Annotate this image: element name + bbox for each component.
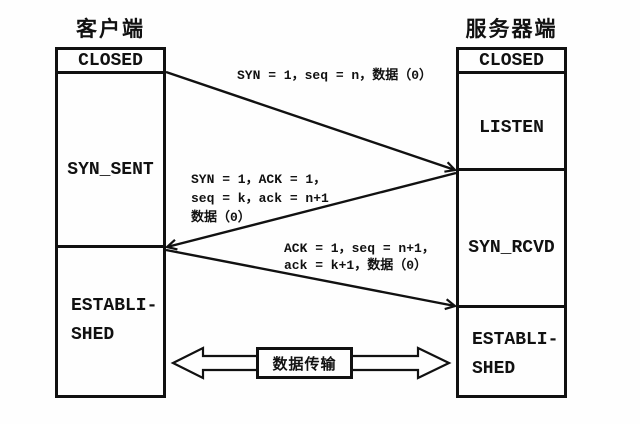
syn-ack-message-label: SYN = 1，ACK = 1， seq = k，ack = n+1 数据（0） xyxy=(191,170,329,227)
data-transfer-arrow-left xyxy=(170,346,262,380)
syn-message-label: SYN = 1，seq = n，数据（0） xyxy=(237,68,433,83)
data-transfer-arrow-right xyxy=(348,346,452,380)
server-state-established: ESTABLI- SHED xyxy=(459,308,564,395)
ack-message-label: ACK = 1，seq = n+1， ack = k+1，数据（0） xyxy=(284,240,435,274)
client-state-established: ESTABLI- SHED xyxy=(58,248,163,395)
server-state-closed: CLOSED xyxy=(459,50,564,74)
ack-line1: ACK = 1，seq = n+1， xyxy=(284,241,435,256)
client-state-column: CLOSED SYN_SENT ESTABLI- SHED xyxy=(55,47,166,398)
data-transfer-box: 数据传输 xyxy=(256,347,353,379)
server-syn-rcvd-label: SYN_RCVD xyxy=(468,238,555,258)
syn-arrow xyxy=(165,70,458,173)
ack-line2: ack = k+1，数据（0） xyxy=(284,258,428,273)
server-listen-label: LISTEN xyxy=(479,118,544,138)
server-closed-label: CLOSED xyxy=(479,50,544,71)
syn-ack-arrow xyxy=(164,171,457,251)
server-state-column: CLOSED LISTEN SYN_RCVD ESTABLI- SHED xyxy=(456,47,567,398)
client-established-line2: SHED xyxy=(71,325,115,345)
client-syn-sent-label: SYN_SENT xyxy=(67,160,154,180)
syn-ack-line2: seq = k，ack = n+1 xyxy=(191,191,329,206)
client-established-line1: ESTABLI- xyxy=(71,296,158,316)
client-state-closed: CLOSED xyxy=(58,50,163,74)
server-state-syn-rcvd: SYN_RCVD xyxy=(459,171,564,308)
syn-ack-line3: 数据（0） xyxy=(191,210,251,225)
client-title: 客户端 xyxy=(76,18,145,41)
server-state-listen: LISTEN xyxy=(459,74,564,171)
syn-ack-line1: SYN = 1，ACK = 1， xyxy=(191,172,327,187)
server-established-line2: SHED xyxy=(472,359,516,379)
server-title: 服务器端 xyxy=(465,18,558,41)
client-closed-label: CLOSED xyxy=(78,50,143,71)
ack-arrow xyxy=(165,248,458,311)
server-established-line1: ESTABLI- xyxy=(472,330,559,350)
client-state-syn-sent: SYN_SENT xyxy=(58,74,163,248)
data-transfer-label: 数据传输 xyxy=(272,355,337,373)
